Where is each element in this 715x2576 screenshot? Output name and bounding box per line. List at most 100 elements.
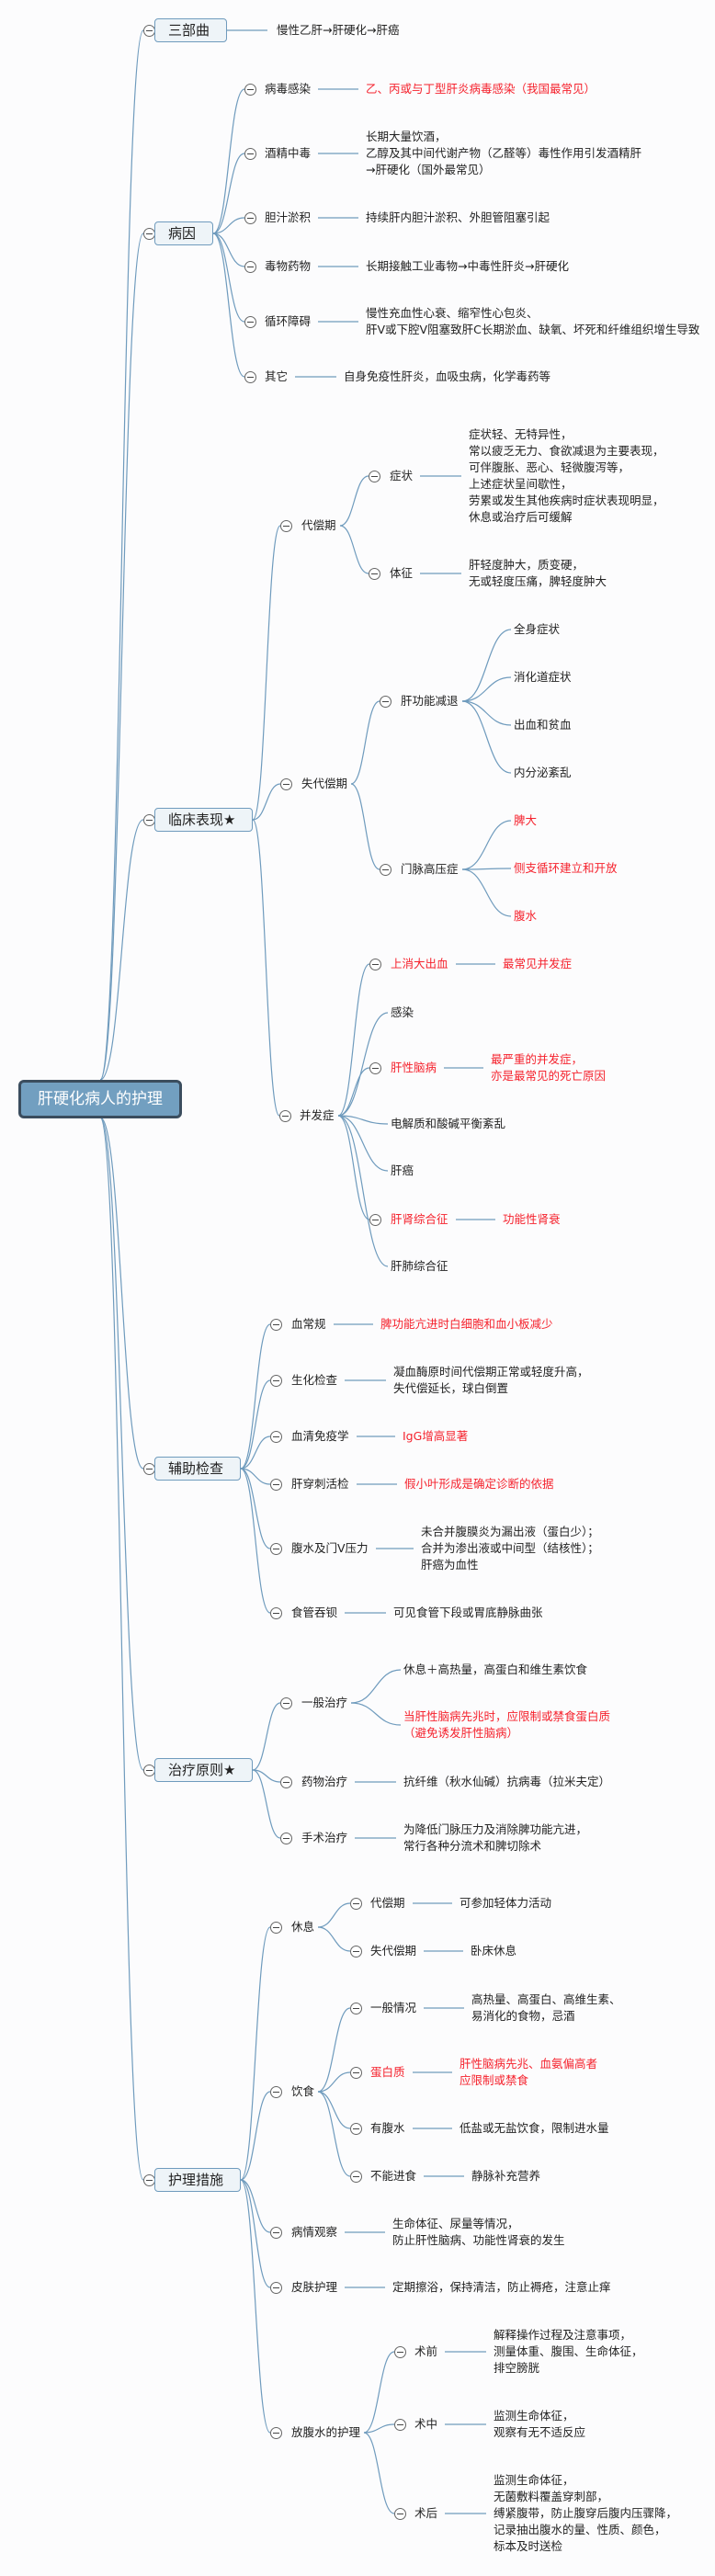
collapse-toggle-icon[interactable]	[244, 148, 256, 160]
topic-node[interactable]: 术前	[414, 2344, 438, 2358]
collapse-toggle-icon[interactable]	[369, 568, 380, 580]
topic-node[interactable]: 酒精中毒	[265, 146, 312, 160]
collapse-toggle-icon[interactable]	[350, 2123, 362, 2135]
collapse-toggle-icon[interactable]	[270, 1543, 282, 1555]
topic-node[interactable]: 血清免疫学	[291, 1429, 349, 1443]
topic-node[interactable]: 症状	[390, 469, 414, 482]
branch-topic[interactable]: 临床表现★	[154, 808, 254, 832]
connector	[317, 2071, 351, 2093]
collapse-toggle-icon[interactable]	[350, 2171, 362, 2183]
collapse-toggle-icon[interactable]	[244, 316, 256, 328]
topic-node[interactable]: 肝功能减退	[401, 694, 459, 708]
topic-node[interactable]: 并发症	[300, 1108, 335, 1122]
leaf-node[interactable]: 腹水	[514, 909, 538, 923]
topic-node[interactable]: 失代偿期	[301, 777, 348, 790]
collapse-toggle-icon[interactable]	[350, 2067, 362, 2079]
collapse-toggle-icon[interactable]	[270, 1431, 282, 1443]
branch-topic[interactable]: 护理措施	[154, 2168, 242, 2192]
topic-node[interactable]: 手术治疗	[301, 1831, 348, 1844]
collapse-toggle-icon[interactable]	[270, 1922, 282, 1934]
collapse-toggle-icon[interactable]	[350, 2003, 362, 2014]
branch-topic[interactable]: 辅助检查	[154, 1457, 242, 1481]
topic-node[interactable]: 饮食	[291, 2084, 315, 2098]
node-note: 低盐或无盐饮食，限制进水量	[460, 2120, 609, 2137]
collapse-toggle-icon[interactable]	[380, 696, 392, 708]
leaf-node[interactable]: 侧支循环建立和开放	[514, 861, 618, 875]
collapse-toggle-icon[interactable]	[244, 371, 256, 383]
leaf-node[interactable]: 感染	[391, 1005, 414, 1019]
collapse-toggle-icon[interactable]	[369, 1214, 381, 1226]
node-note: 生命体征、尿量等情况，防止肝性脑病、功能性肾衰的发生	[392, 2216, 565, 2249]
topic-node[interactable]: 肝性脑病	[391, 1061, 437, 1074]
collapse-toggle-icon[interactable]	[270, 1375, 282, 1387]
leaf-node[interactable]: 内分泌紊乱	[514, 766, 572, 779]
branch-topic[interactable]: 治疗原则★	[154, 1758, 254, 1782]
topic-node[interactable]: 门脉高压症	[401, 862, 459, 876]
collapse-toggle-icon[interactable]	[270, 2227, 282, 2239]
collapse-toggle-icon[interactable]	[280, 1776, 292, 1788]
note-line: 卧床休息	[471, 1944, 517, 1958]
collapse-toggle-icon[interactable]	[280, 778, 292, 790]
topic-node[interactable]: 代偿期	[301, 518, 336, 532]
collapse-toggle-icon[interactable]	[270, 1319, 282, 1331]
leaf-node[interactable]: 出血和贫血	[514, 718, 572, 732]
topic-node[interactable]: 生化检查	[291, 1373, 338, 1387]
leaf-node[interactable]: 脾大	[514, 813, 538, 827]
root-topic[interactable]: 肝硬化病人的护理	[18, 1080, 182, 1118]
collapse-toggle-icon[interactable]	[270, 2086, 282, 2098]
topic-node[interactable]: 有腹水	[370, 2121, 405, 2135]
collapse-toggle-icon[interactable]	[270, 2427, 282, 2439]
topic-node[interactable]: 皮肤护理	[291, 2280, 338, 2294]
topic-node[interactable]: 蛋白质	[370, 2065, 405, 2079]
collapse-toggle-icon[interactable]	[350, 1898, 362, 1910]
collapse-toggle-icon[interactable]	[280, 1833, 292, 1844]
collapse-toggle-icon[interactable]	[380, 864, 392, 876]
topic-node[interactable]: 不能进食	[370, 2169, 417, 2183]
topic-node[interactable]: 放腹水的护理	[291, 2425, 361, 2439]
collapse-toggle-icon[interactable]	[369, 1062, 381, 1074]
collapse-toggle-icon[interactable]	[280, 520, 292, 532]
topic-node[interactable]: 病情观察	[291, 2225, 338, 2239]
leaf-node[interactable]: 肝肺综合征	[391, 1259, 448, 1273]
topic-node[interactable]: 肝穿刺活检	[291, 1477, 349, 1491]
collapse-toggle-icon[interactable]	[394, 2419, 406, 2431]
topic-node[interactable]: 病毒感染	[265, 82, 312, 96]
leaf-node[interactable]: 肝癌	[391, 1163, 414, 1177]
topic-node[interactable]: 术后	[414, 2506, 438, 2520]
topic-node[interactable]: 毒物药物	[265, 259, 312, 273]
collapse-toggle-icon[interactable]	[280, 1697, 292, 1709]
collapse-toggle-icon[interactable]	[244, 84, 256, 96]
collapse-toggle-icon[interactable]	[244, 261, 256, 273]
collapse-toggle-icon[interactable]	[369, 471, 380, 482]
topic-node[interactable]: 一般情况	[370, 2001, 417, 2014]
topic-node[interactable]: 术中	[414, 2417, 438, 2431]
topic-node[interactable]: 胆汁淤积	[265, 210, 312, 224]
topic-node[interactable]: 循环障碍	[265, 314, 312, 328]
collapse-toggle-icon[interactable]	[394, 2346, 406, 2358]
topic-node[interactable]: 体征	[390, 566, 414, 580]
topic-node[interactable]: 上消大出血	[391, 957, 448, 970]
topic-node[interactable]: 药物治疗	[301, 1775, 348, 1788]
topic-node[interactable]: 食管吞钡	[291, 1606, 338, 1619]
topic-node[interactable]: 其它	[265, 369, 289, 383]
topic-node[interactable]: 代偿期	[370, 1896, 405, 1910]
topic-node[interactable]: 血常规	[291, 1317, 326, 1331]
collapse-toggle-icon[interactable]	[270, 1607, 282, 1619]
leaf-node[interactable]: 全身症状	[514, 622, 561, 636]
leaf-node[interactable]: 电解质和酸碱平衡紊乱	[391, 1117, 506, 1130]
topic-node[interactable]: 失代偿期	[370, 1944, 417, 1958]
collapse-toggle-icon[interactable]	[369, 959, 381, 970]
collapse-toggle-icon[interactable]	[244, 212, 256, 224]
collapse-toggle-icon[interactable]	[394, 2508, 406, 2520]
leaf-node[interactable]: 消化道症状	[514, 670, 572, 684]
topic-node[interactable]: 一般治疗	[301, 1696, 348, 1709]
collapse-toggle-icon[interactable]	[279, 1110, 291, 1122]
branch-topic[interactable]: 病因	[154, 221, 214, 245]
collapse-toggle-icon[interactable]	[350, 1946, 362, 1958]
topic-node[interactable]: 腹水及门V压力	[291, 1541, 369, 1555]
collapse-toggle-icon[interactable]	[270, 1479, 282, 1491]
topic-node[interactable]: 休息	[291, 1920, 315, 1934]
collapse-toggle-icon[interactable]	[270, 2282, 282, 2294]
branch-topic[interactable]: 三部曲	[154, 18, 228, 42]
topic-node[interactable]: 肝肾综合征	[391, 1212, 448, 1226]
